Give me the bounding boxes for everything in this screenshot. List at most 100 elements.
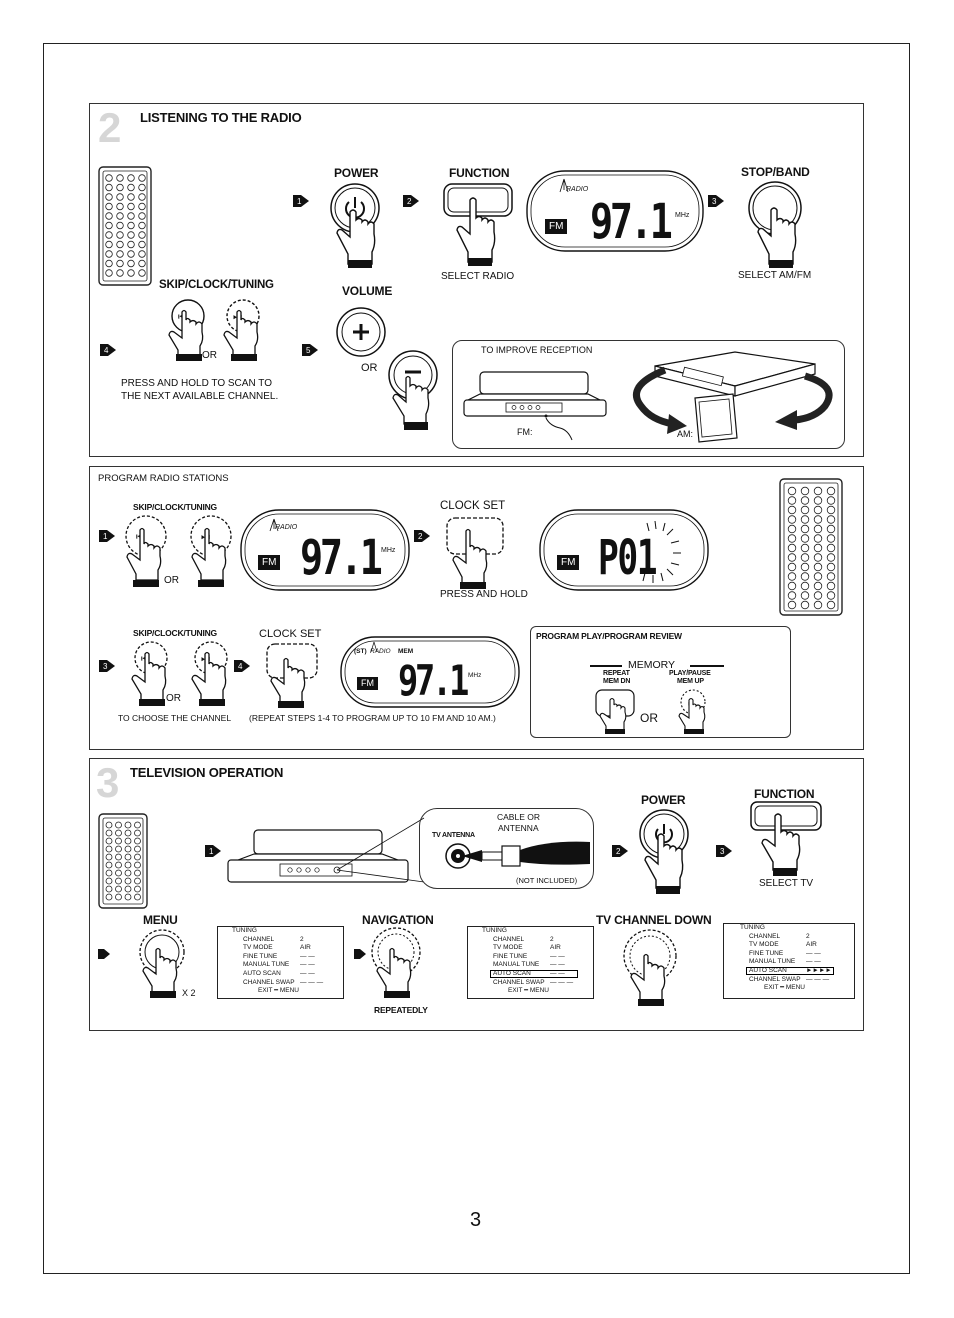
remote-key-icon bbox=[134, 861, 141, 869]
menu-row-value: — — — bbox=[806, 975, 830, 983]
remote-key-icon bbox=[115, 893, 122, 901]
program-lcd-3-radio: RADIO bbox=[370, 648, 391, 655]
player-top-view-icon bbox=[463, 371, 607, 441]
program-review-title: PROGRAM PLAY/PROGRAM REVIEW bbox=[536, 631, 682, 641]
mem-dn-button[interactable] bbox=[594, 688, 640, 736]
remote-key-icon bbox=[800, 553, 810, 562]
menu-row-key: AUTO SCAN bbox=[493, 969, 531, 977]
radio-section bbox=[89, 103, 864, 457]
improve-reception-text: TO IMPROVE RECEPTION bbox=[481, 345, 593, 355]
function-label: FUNCTION bbox=[449, 166, 510, 180]
remote-key-icon bbox=[787, 515, 797, 524]
skip-forward-button[interactable]: ⏭ bbox=[183, 514, 239, 590]
remote-key-icon bbox=[787, 534, 797, 543]
remote-key-icon bbox=[813, 505, 823, 515]
menu-row-value: — — bbox=[550, 969, 565, 977]
stop-band-button[interactable] bbox=[745, 180, 805, 270]
step-1-icon: 1 bbox=[293, 195, 309, 207]
remote-key-icon bbox=[800, 524, 810, 534]
remote-key-icon bbox=[826, 572, 836, 581]
remote-key-icon bbox=[115, 837, 122, 845]
times-two-text: X 2 bbox=[182, 988, 196, 998]
remote-key-icon bbox=[800, 505, 810, 515]
radio-lcd-display bbox=[526, 170, 704, 252]
section-number: 3 bbox=[96, 759, 120, 806]
power-button[interactable] bbox=[328, 182, 384, 270]
skip-forward-button[interactable]: ⏭ bbox=[183, 640, 239, 716]
tuning-menu-title: TUNING bbox=[232, 927, 257, 934]
tv-function-button[interactable] bbox=[749, 800, 825, 880]
skip-back-button[interactable]: ⏮ bbox=[118, 514, 174, 590]
remote-key-icon bbox=[800, 486, 810, 496]
remote-key-icon bbox=[105, 212, 113, 220]
selected-row-highlight bbox=[490, 969, 578, 978]
clock-set-button[interactable] bbox=[264, 642, 324, 710]
remote-key-icon bbox=[787, 505, 797, 515]
clock-set-button[interactable] bbox=[444, 515, 510, 591]
menu-row-value: — — bbox=[550, 961, 565, 969]
repeat-button-label: REPEAT bbox=[603, 670, 630, 677]
menu-row-key: CHANNEL SWAP bbox=[243, 978, 295, 986]
remote-key-icon bbox=[116, 221, 124, 230]
remote-key-icon bbox=[134, 893, 141, 901]
or-text-volume: OR bbox=[361, 362, 378, 374]
remote-key-icon bbox=[787, 572, 797, 581]
selected-row-highlight bbox=[746, 966, 834, 975]
step-3-icon: 3 bbox=[716, 845, 732, 857]
tv-power-button[interactable] bbox=[636, 808, 696, 898]
remote-key-icon bbox=[800, 600, 810, 610]
tv-player-icon bbox=[227, 817, 425, 883]
program-lcd-3-st: (ST) bbox=[354, 648, 367, 655]
tuning-menu-title: TUNING bbox=[740, 924, 765, 931]
program-lcd-3 bbox=[340, 636, 520, 708]
skip-forward-button[interactable]: ⏭ bbox=[215, 298, 271, 364]
remote-key-icon bbox=[127, 259, 135, 268]
program-lcd-2-preset: P01 bbox=[598, 530, 658, 586]
tv-power-label: POWER bbox=[641, 793, 686, 807]
step-2-icon: 2 bbox=[403, 195, 419, 207]
menu-exit: EXIT ━ MENU bbox=[764, 984, 805, 992]
tv-channel-down-button[interactable] bbox=[622, 928, 682, 1014]
remote-key-icon bbox=[134, 869, 141, 877]
menu-row-value: AIR bbox=[300, 944, 311, 952]
remote-key-icon bbox=[138, 202, 146, 211]
remote-key-icon bbox=[105, 269, 113, 277]
menu-row-value: — — bbox=[550, 952, 565, 960]
remote-key-icon bbox=[105, 829, 113, 837]
remote-key-icon bbox=[826, 553, 836, 562]
remote-key-icon bbox=[138, 269, 146, 277]
mem-up-button[interactable]: ⏯ bbox=[673, 688, 719, 736]
program-lcd-3-mem: MEM bbox=[398, 648, 414, 655]
remote-key-icon bbox=[116, 212, 124, 220]
remote-key-icon bbox=[105, 861, 113, 869]
remote-key-icon bbox=[138, 212, 146, 220]
remote-key-icon bbox=[105, 193, 113, 201]
function-button[interactable] bbox=[442, 182, 514, 268]
remote-key-icon bbox=[800, 572, 810, 581]
remote-key-icon bbox=[138, 193, 146, 201]
remote-key-icon bbox=[115, 877, 122, 885]
volume-up-button[interactable] bbox=[334, 305, 390, 361]
remote-key-icon bbox=[127, 250, 135, 258]
remote-key-icon bbox=[787, 553, 797, 562]
step-4-icon bbox=[98, 949, 110, 959]
remote-key-icon bbox=[105, 183, 113, 192]
remote-key-icon bbox=[813, 486, 823, 496]
section-title: LISTENING TO THE RADIO bbox=[140, 110, 302, 125]
skip-back-button[interactable]: ⏮ bbox=[160, 298, 216, 364]
remote-key-icon bbox=[124, 837, 132, 845]
menu-button[interactable] bbox=[136, 928, 190, 1004]
remote-key-icon bbox=[813, 600, 823, 610]
antenna-callout bbox=[419, 808, 594, 889]
svg-text:3: 3 bbox=[712, 197, 717, 206]
menu-row-value: — — bbox=[806, 958, 821, 966]
skip-back-button[interactable]: ⏮ bbox=[123, 640, 179, 716]
memory-label: MEMORY bbox=[628, 659, 676, 671]
remote-key-icon bbox=[127, 269, 135, 277]
remote-key-icon bbox=[115, 821, 122, 829]
remote-key-icon bbox=[826, 600, 836, 610]
navigation-button[interactable] bbox=[368, 926, 424, 1006]
step-1-icon: 1 bbox=[99, 530, 115, 542]
remote-control-icon bbox=[98, 813, 148, 909]
volume-down-button[interactable] bbox=[386, 348, 442, 432]
